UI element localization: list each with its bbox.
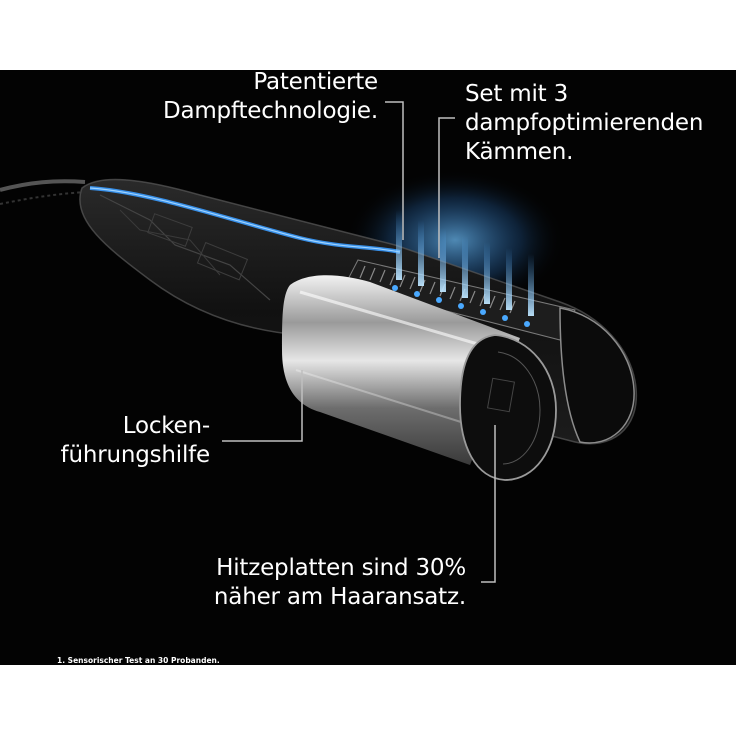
callout-heat-plates: Hitzeplatten sind 30% näher am Haaransat…	[214, 554, 466, 612]
callout-line-plates	[481, 425, 496, 583]
steam-plumes	[396, 210, 534, 316]
callout-heat-plates-line2: näher am Haaransatz.	[213, 584, 466, 610]
footnote: 1. Sensorischer Test an 30 Probanden.	[57, 656, 220, 665]
callout-line-combs	[438, 117, 455, 258]
callout-curl-guide: Locken- führungshilfe	[60, 412, 211, 470]
callout-combs-line3: Kämmen.	[465, 139, 574, 165]
upper-arm-cap	[559, 307, 635, 444]
callout-steam-technology-line2: Dampftechnologie.	[162, 98, 378, 124]
product-image-panel: Patentierte Dampftechnologie. Set mit 3 …	[0, 70, 736, 665]
callout-steam-technology: Patentierte Dampftechnologie.	[163, 70, 378, 126]
callout-line-curl-guide	[222, 370, 303, 442]
callout-curl-guide-line2: führungshilfe	[60, 442, 211, 468]
callout-curl-guide-line1: Locken-	[122, 413, 210, 439]
callout-steam-technology-line1: Patentierte	[253, 70, 378, 95]
callout-heat-plates-line1: Hitzeplatten sind 30%	[216, 555, 466, 581]
steam-straightener-illustration	[0, 101, 638, 583]
power-cord	[0, 179, 86, 192]
callout-combs: Set mit 3 dampfoptimierenden Kämmen.	[465, 80, 703, 167]
callout-combs-line1: Set mit 3	[465, 81, 569, 107]
callout-line-steam-tech	[385, 101, 404, 240]
callout-combs-line2: dampfoptimierenden	[465, 110, 704, 136]
